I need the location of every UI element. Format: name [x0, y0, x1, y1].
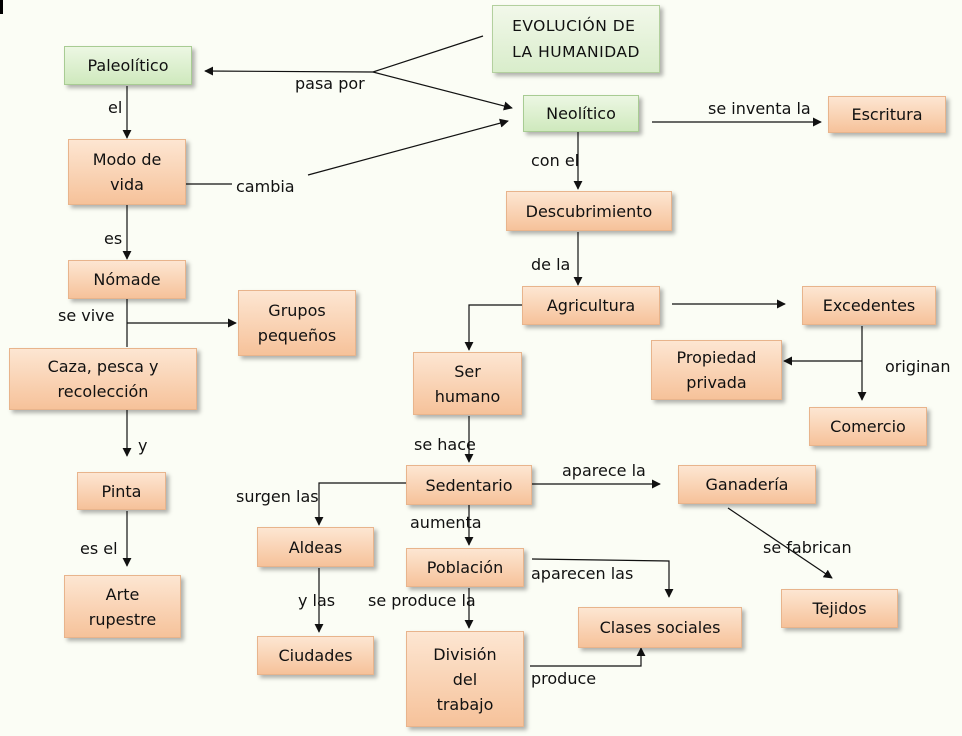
node-pinta: Pinta — [77, 472, 166, 510]
node-division-line-1: División — [433, 644, 497, 664]
node-comercio: Comercio — [809, 407, 927, 446]
node-propiedad-line-2: privada — [686, 373, 747, 392]
corner-mark — [0, 0, 3, 14]
title-line-1: EVOLUCIÓN DE — [512, 17, 636, 35]
node-ser-line-1: Ser — [454, 361, 481, 381]
arrow-to-neolitico — [372, 71, 513, 111]
node-paleolitico: Paleolítico — [64, 46, 192, 85]
node-sedentario: Sedentario — [406, 465, 532, 505]
node-excedentes: Excedentes — [802, 286, 936, 325]
label-de-la: de la — [531, 255, 571, 274]
label-se-hace: se hace — [414, 435, 476, 454]
node-caza-line-1: Caza, pesca y — [47, 357, 159, 376]
node-modo-de-vida: Modo de vida — [68, 139, 186, 205]
arrow-cambia-neolitico — [307, 118, 509, 176]
arrow-agri-ser — [464, 304, 522, 351]
node-neolitico: Neolítico — [523, 95, 639, 132]
map-title: EVOLUCIÓN DE LA HUMANIDAD — [492, 5, 660, 73]
node-propiedad-privada: Propiedad privada — [651, 340, 782, 400]
node-escritura: Escritura — [828, 96, 946, 133]
label-surgen-las: surgen las — [236, 487, 319, 506]
line-title-split — [372, 35, 484, 73]
label-es-el: es el — [80, 539, 118, 558]
arrow-poblacion-clases — [531, 558, 674, 598]
label-originan: originan — [885, 357, 951, 376]
label-produce: produce — [531, 669, 597, 688]
node-division-line-3: trabajo — [436, 694, 494, 714]
node-tejidos: Tejidos — [781, 589, 898, 628]
node-caza-pesca: Caza, pesca y recolección — [9, 348, 197, 410]
label-el: el — [108, 98, 123, 117]
node-ciudades: Ciudades — [257, 636, 374, 675]
node-arte-line-1: Arte — [105, 584, 140, 604]
node-descubrimiento: Descubrimiento — [506, 191, 672, 231]
node-arte-rupestre: Arte rupestre — [64, 575, 181, 638]
node-modo-line-2: vida — [110, 175, 144, 194]
node-grupos-pequenos: Grupos pequeños — [238, 290, 356, 356]
node-grupos-line-2: pequeños — [257, 326, 337, 345]
label-es: es — [104, 229, 123, 248]
node-grupos-line-1: Grupos — [268, 301, 326, 320]
title-line-2: LA HUMANIDAD — [512, 43, 640, 61]
arrow-sed-aldeas — [314, 482, 406, 526]
node-modo-line-1: Modo de — [92, 150, 162, 169]
label-aparece-la: aparece la — [562, 461, 646, 480]
arrow-ganaderia-tejidos — [727, 507, 833, 579]
node-division-trabajo: División del trabajo — [406, 631, 524, 727]
label-pasa-por: pasa por — [295, 74, 365, 93]
arrow-to-paleolitico — [204, 66, 374, 76]
label-se-produce-la: se produce la — [368, 591, 476, 610]
arrow-division-clases — [530, 647, 646, 667]
node-aldeas: Aldeas — [257, 527, 374, 567]
label-cambia: cambia — [236, 177, 295, 196]
node-ser-line-2: humano — [434, 386, 501, 406]
node-division-line-2: del — [452, 669, 478, 689]
node-caza-line-2: recolección — [57, 382, 149, 401]
node-poblacion: Población — [406, 548, 524, 587]
label-con-el: con el — [531, 151, 580, 170]
label-y: y — [138, 436, 148, 455]
label-y-las: y las — [298, 591, 336, 610]
node-propiedad-line-1: Propiedad — [676, 348, 757, 367]
node-arte-line-2: rupestre — [88, 609, 157, 629]
label-aumenta: aumenta — [410, 513, 482, 532]
node-ganaderia: Ganadería — [678, 465, 816, 504]
label-aparecen-las: aparecen las — [531, 564, 634, 583]
node-ser-humano: Ser humano — [413, 352, 522, 415]
node-nomade: Nómade — [68, 260, 186, 299]
label-se-fabrican: se fabrican — [763, 538, 852, 557]
label-se-vive: se vive — [58, 306, 115, 325]
node-agricultura: Agricultura — [522, 286, 660, 325]
node-clases-sociales: Clases sociales — [578, 607, 742, 648]
label-se-inventa-la: se inventa la — [708, 99, 811, 118]
